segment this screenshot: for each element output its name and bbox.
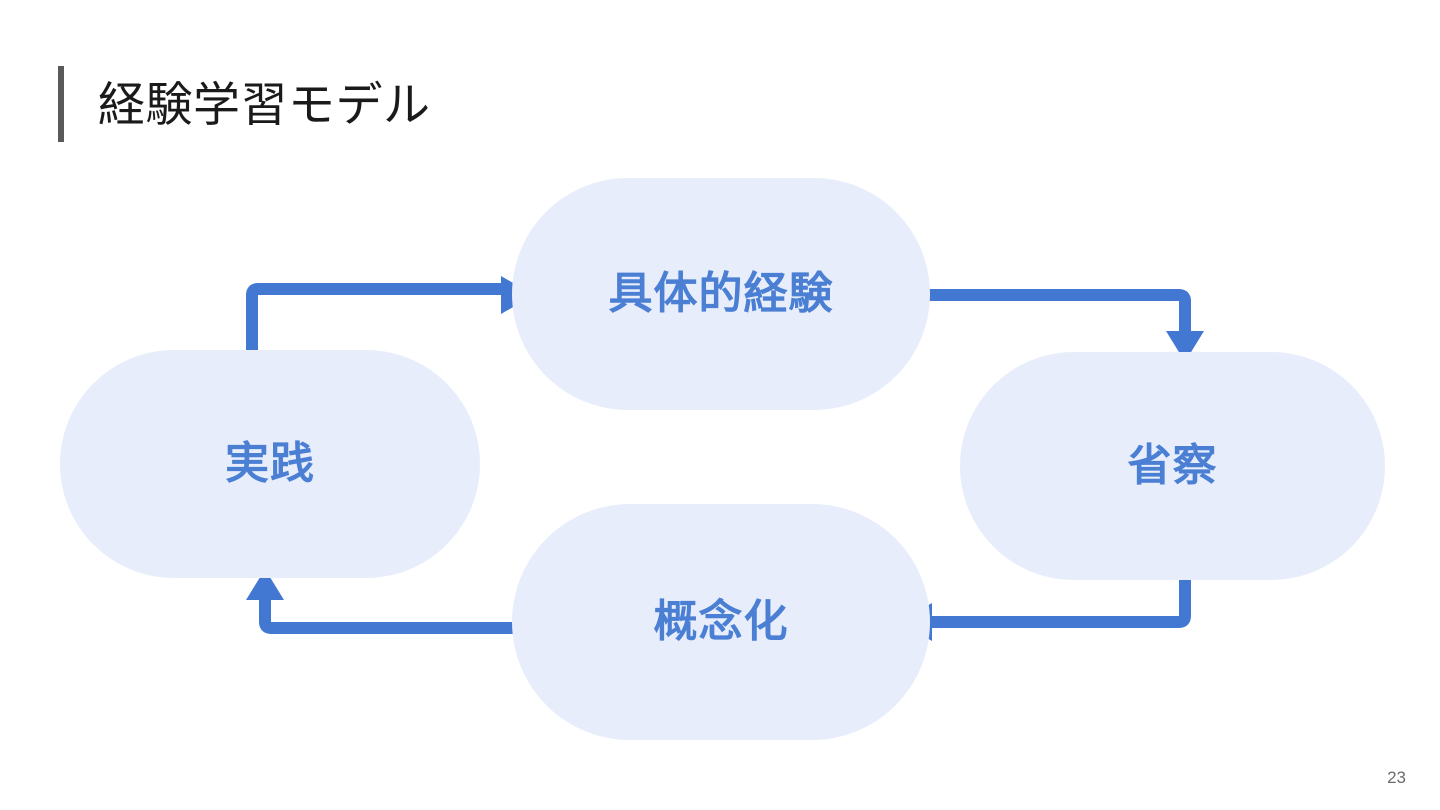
cycle-node-label: 実践 — [225, 439, 315, 488]
arrow-experience-to-reflection — [908, 289, 1204, 362]
cycle-node-label: 省察 — [1127, 441, 1218, 490]
slide-header: 経験学習モデル — [58, 62, 431, 146]
page-number: 23 — [1387, 768, 1406, 787]
arrow-conceptualization-to-practice — [246, 569, 534, 634]
arrow-reflection-to-conceptualization — [899, 570, 1191, 641]
page-title: 経験学習モデル — [98, 77, 431, 131]
cycle-node-label: 概念化 — [653, 597, 789, 646]
cycle-node-conceptualization[interactable]: 概念化 — [512, 504, 930, 740]
title-accent-bar — [58, 66, 64, 142]
cycle-node-practice[interactable]: 実践 — [60, 350, 480, 578]
arrow-practice-to-experience — [246, 276, 534, 352]
cycle-node-reflection[interactable]: 省察 — [960, 352, 1385, 580]
cycle-node-concrete-experience[interactable]: 具体的経験 — [512, 178, 930, 410]
cycle-node-label: 具体的経験 — [608, 269, 834, 318]
